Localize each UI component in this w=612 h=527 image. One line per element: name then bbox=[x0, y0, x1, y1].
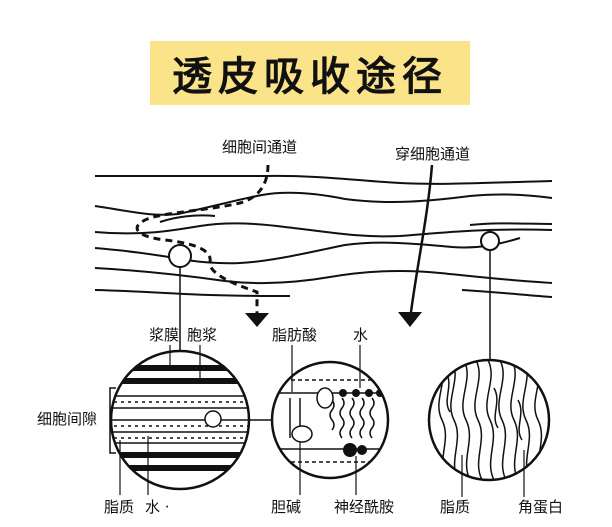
water-bottom-label: 水 · bbox=[145, 498, 170, 516]
water-top-label: 水 bbox=[353, 326, 369, 344]
intercellular-route-label: 细胞间通道 bbox=[222, 138, 298, 156]
right-magnify-marker bbox=[480, 231, 500, 251]
plasma-membrane-label: 浆膜 bbox=[149, 326, 180, 344]
left-detail-circle bbox=[109, 345, 251, 495]
fatty-acid-label: 脂肪酸 bbox=[272, 326, 318, 344]
right-detail-circle bbox=[427, 358, 551, 497]
page-title: 透皮吸收途径 bbox=[172, 53, 448, 100]
transcellular-route-label: 穿细胞通道 bbox=[395, 145, 471, 163]
intercellular-arrow-head bbox=[245, 313, 269, 327]
choline-label: 胆碱 bbox=[271, 498, 302, 516]
corneocyte-layers bbox=[94, 174, 553, 298]
lipid-right-label: 脂质 bbox=[440, 498, 471, 516]
cytoplasm-label: 胞浆 bbox=[187, 326, 218, 344]
transcellular-route bbox=[409, 164, 434, 313]
ceramide-label: 神经酰胺 bbox=[334, 498, 395, 516]
middle-detail-circle bbox=[270, 345, 390, 495]
left-magnify-marker bbox=[168, 244, 192, 268]
title-banner: 透皮吸收途径 bbox=[150, 41, 470, 105]
keratin-label: 角蛋白 bbox=[518, 498, 564, 516]
lipid-left-label: 脂质 bbox=[104, 498, 135, 516]
intercellular-route bbox=[135, 164, 270, 313]
intercellular-space-label: 细胞间隙 bbox=[37, 410, 98, 428]
intercellular-space-bracket bbox=[109, 387, 116, 454]
transcellular-arrow-head bbox=[398, 312, 422, 327]
